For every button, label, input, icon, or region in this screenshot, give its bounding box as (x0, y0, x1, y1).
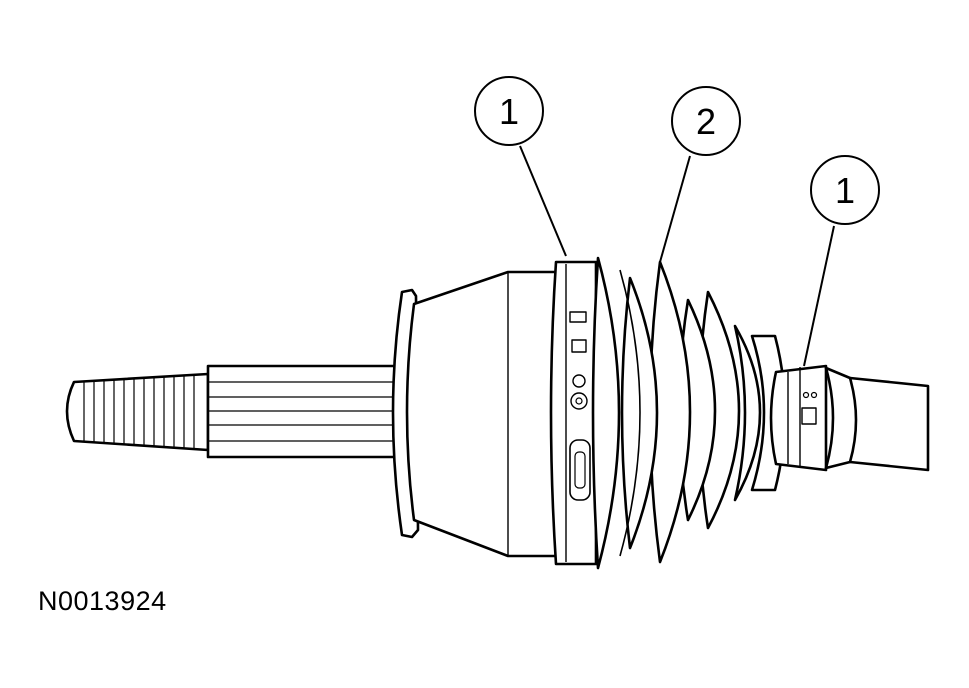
boot-clamp-large (549, 260, 598, 566)
splined-shaft (206, 364, 397, 459)
callout-circle-2 (671, 86, 741, 156)
callout-circle-1 (474, 76, 544, 146)
leader-line-2 (659, 155, 691, 263)
half-shaft (848, 376, 930, 472)
joint-housing (405, 270, 558, 558)
callout-label-2: 2 (696, 101, 716, 142)
cv-boot (591, 256, 787, 570)
figure-id: N0013924 (38, 586, 167, 616)
threaded-stub (65, 372, 210, 452)
callout-label-3: 1 (835, 170, 855, 211)
callout-label-1: 1 (499, 91, 519, 132)
leader-line-1 (519, 145, 567, 257)
leader-line-3 (803, 225, 835, 367)
callout-circle-3 (810, 155, 880, 225)
boot-clamp-small (769, 364, 858, 472)
